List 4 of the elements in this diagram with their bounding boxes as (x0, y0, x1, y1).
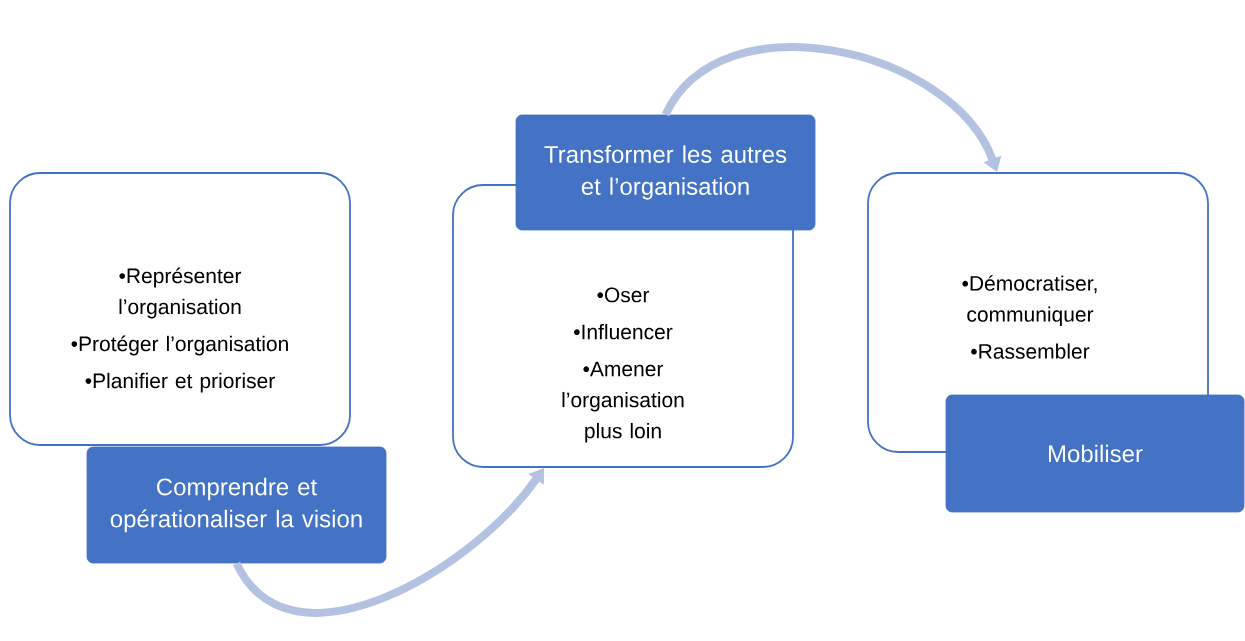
label-box: Mobiliser (945, 394, 1245, 513)
rounded-box: •Représenter l’organisation •Protéger l’organisation •Planifier et prioriser (9, 172, 351, 446)
label-box: Transformer les autres et l’organisation (515, 114, 816, 231)
label-box: Comprendre et opérationaliser la vision (86, 446, 387, 564)
